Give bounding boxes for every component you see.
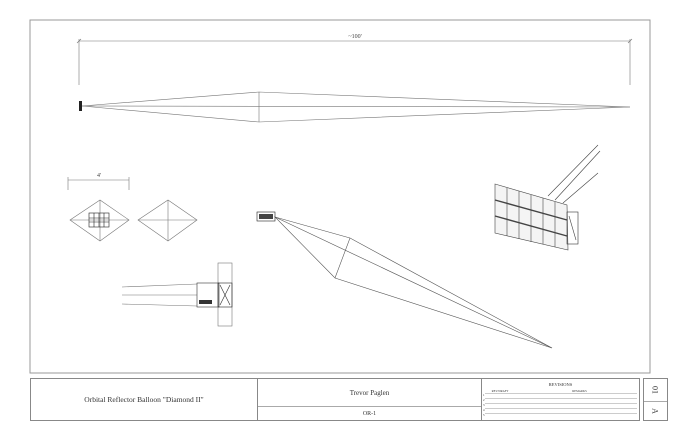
rev-column-header: REV/DRAFT	[491, 388, 509, 393]
drawing-border	[29, 19, 651, 374]
title-block: Orbital Reflector Balloon "Diamond II" T…	[30, 378, 640, 421]
author: Trevor Paglen	[349, 388, 390, 397]
front-views	[67, 177, 198, 242]
revision-row: 3	[483, 403, 485, 407]
satellite-detail-view	[121, 262, 233, 327]
revision-row: 4	[483, 408, 485, 412]
drawing-number: OR-1	[362, 410, 377, 417]
drawing-title: Orbital Reflector Balloon "Diamond II"	[84, 395, 204, 404]
revision-row: 2	[483, 398, 485, 402]
revision-row: 1	[483, 393, 485, 397]
solar-array-view	[494, 144, 601, 251]
revisions-heading: REVISIONS	[548, 381, 573, 387]
remarks-column-header: REMARKS	[572, 388, 587, 393]
sheet-number: 01	[651, 386, 660, 394]
perspective-view	[256, 211, 553, 349]
side-elevation-view	[76, 38, 633, 123]
satellite-body	[79, 101, 82, 111]
revision-row: 5	[483, 413, 485, 417]
sheet-size: A	[651, 408, 660, 414]
overall-length-label: ~100'	[348, 34, 361, 40]
revision-row-numbers: 1 2 3 4 5	[483, 393, 485, 418]
revisions-table: REVISIONS REV/DRAFT REMARKS 1 2 3 4 5	[482, 379, 639, 420]
sheet-block: 01 A	[643, 378, 668, 421]
width-label: 4'	[97, 173, 101, 179]
